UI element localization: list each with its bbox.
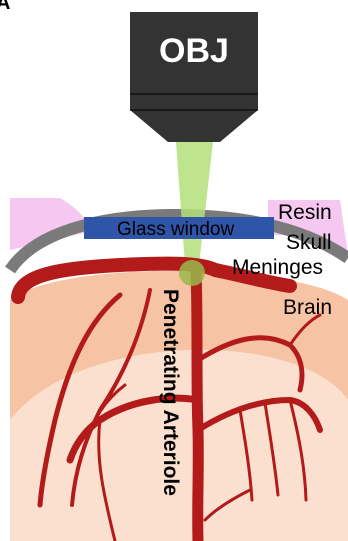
glass-window-label: Glass window [117, 219, 234, 240]
penetrating-arteriole-vessel [196, 272, 198, 541]
laser-beam [176, 142, 213, 265]
objective-lens: OBJ [130, 12, 258, 142]
resin-label: Resin [278, 201, 332, 224]
skull-label: Skull [286, 231, 332, 254]
penetrating-arteriole-label: Penetrating Arteriole [159, 289, 182, 496]
objective-tip [130, 110, 258, 142]
meninges-label: Meninges [232, 256, 323, 279]
objective-neck [130, 94, 258, 110]
objective-label: OBJ [159, 32, 229, 70]
focal-spot [179, 260, 205, 286]
brain-label: Brain [283, 296, 332, 319]
panel-letter: A [0, 0, 10, 14]
